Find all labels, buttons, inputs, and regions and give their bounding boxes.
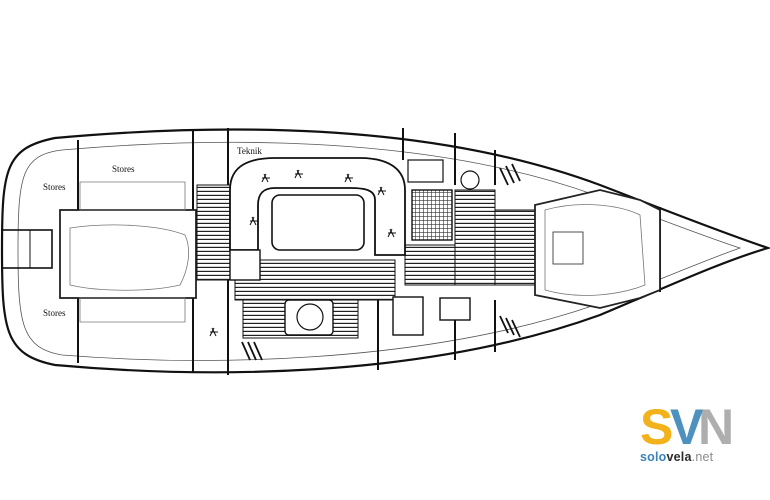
- label-stores-aft-starboard: Stores: [43, 308, 66, 318]
- label-stores-aft-center: Stores: [112, 164, 135, 174]
- dinette: [229, 157, 406, 281]
- solovela-wordmark: solovela.net: [640, 450, 713, 464]
- label-teknik: Teknik: [237, 146, 262, 156]
- forward-cabin-berth: [534, 189, 661, 309]
- svg-text:S: S: [640, 399, 673, 450]
- svn-monogram-icon: S V N: [640, 399, 734, 455]
- logo-word-solo: solo: [640, 450, 667, 464]
- svg-text:V: V: [670, 399, 704, 450]
- galley-area: [284, 159, 480, 336]
- logo-word-vela: vela: [666, 450, 692, 464]
- svg-text:N: N: [698, 399, 732, 450]
- solovela-logo: S V N solovela.net: [640, 398, 734, 468]
- logo-word-net: .net: [691, 450, 714, 464]
- label-stores-aft-port: Stores: [43, 182, 66, 192]
- aft-berth: [59, 181, 197, 323]
- saloon-floor: [196, 184, 538, 339]
- locker-hangers: [241, 163, 521, 361]
- cushion-marks: [209, 169, 396, 337]
